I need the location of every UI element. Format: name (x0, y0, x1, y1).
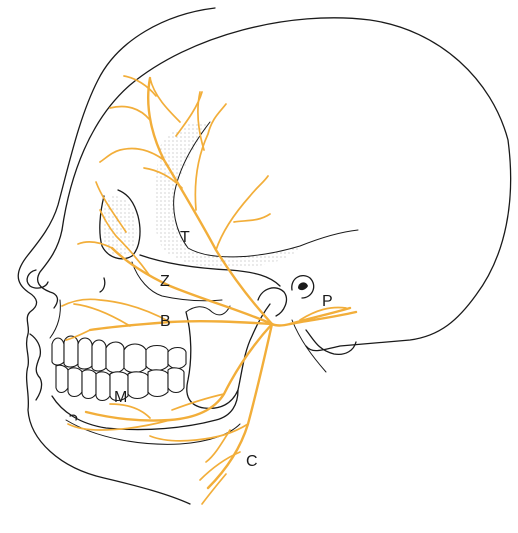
label-mandibular: M (114, 389, 127, 406)
nasal-bone-outline (38, 230, 62, 308)
foramen-mark (100, 278, 105, 292)
label-temporal: T (180, 229, 190, 246)
lips-outline (30, 334, 42, 400)
styloid-process (292, 320, 326, 372)
label-buccal: B (160, 313, 171, 330)
auditory-meatus-inner (298, 282, 308, 290)
zygomatic-lower-edge (132, 262, 222, 301)
nerve-cervical-branch (208, 324, 272, 488)
temporal-fossa-stipple (154, 122, 300, 269)
nerve-buccal-branch (90, 321, 272, 330)
mandible-ramus-outline (186, 304, 270, 408)
upper-teeth (52, 336, 186, 373)
label-cervical: C (246, 453, 258, 470)
coronoid-process (186, 306, 230, 315)
label-zygomatic: Z (160, 273, 170, 290)
label-parotid: P (322, 293, 333, 310)
